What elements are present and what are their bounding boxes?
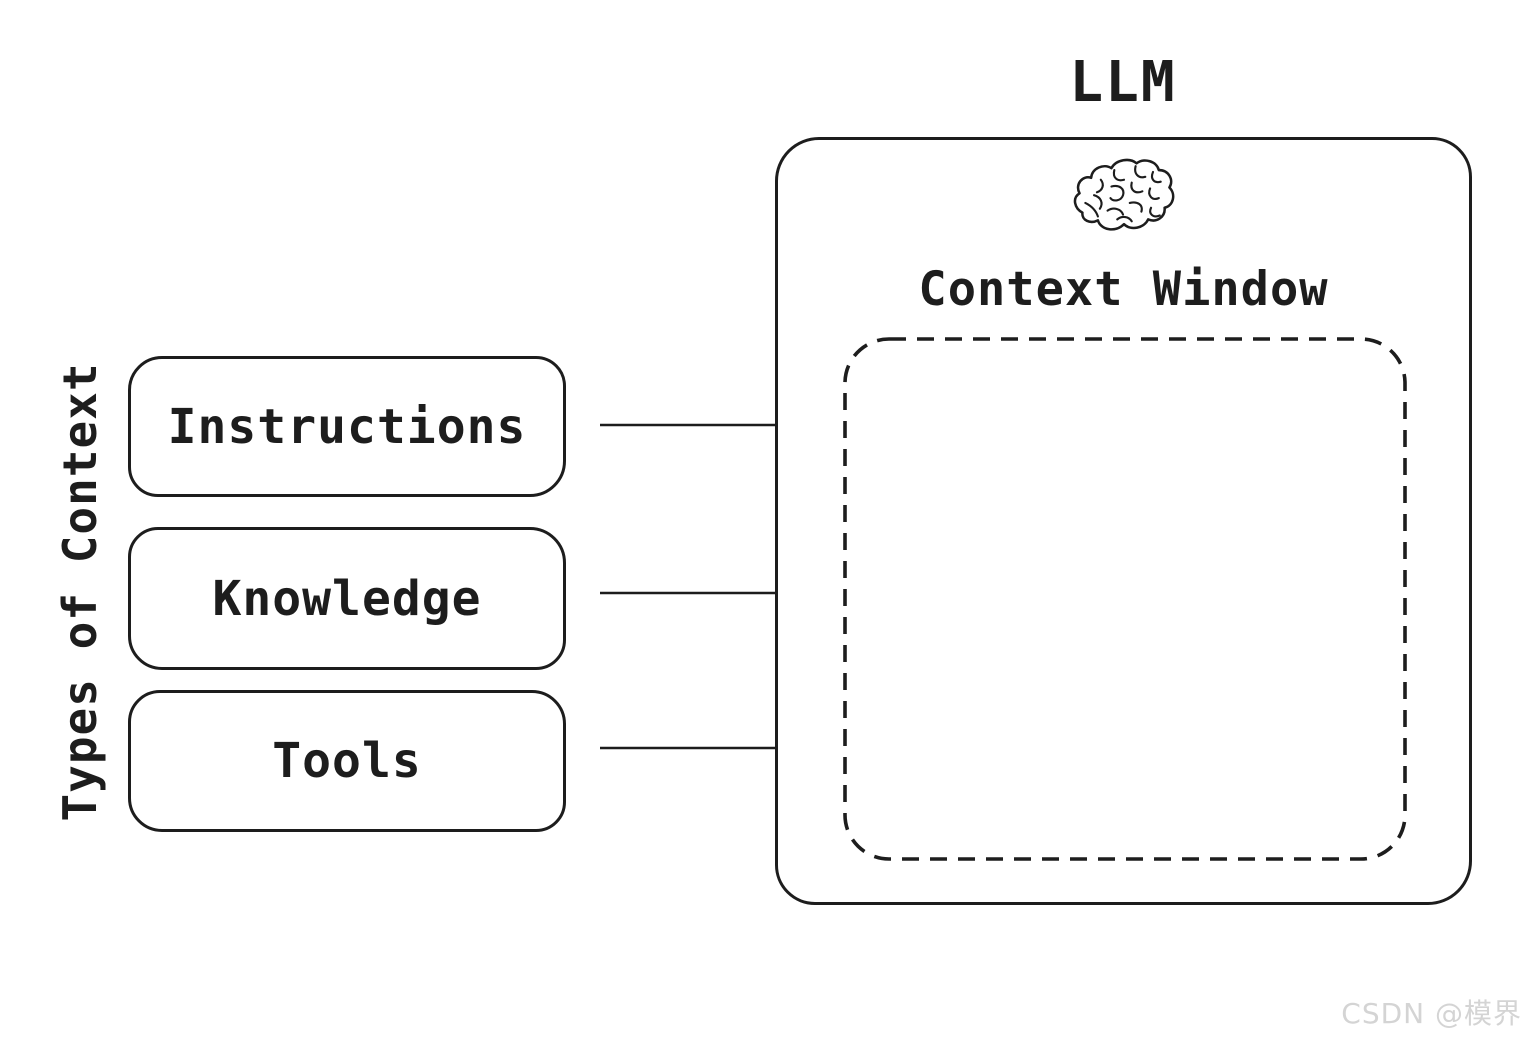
context-type-box-tools: Tools: [128, 690, 566, 832]
context-type-label-knowledge: Knowledge: [212, 570, 482, 627]
context-type-label-instructions: Instructions: [167, 398, 527, 455]
types-of-context-label: Types of Context: [53, 362, 107, 822]
context-type-label-tools: Tools: [272, 733, 422, 789]
brain-icon: [1073, 158, 1175, 231]
watermark: CSDN @模界: [1341, 997, 1522, 1030]
llm-title: LLM: [1069, 50, 1177, 115]
llm-container: Context Window: [775, 137, 1472, 905]
context-type-box-knowledge: Knowledge: [128, 527, 566, 670]
context-type-box-instructions: Instructions: [128, 356, 566, 497]
context-window-label: Context Window: [918, 262, 1329, 317]
context-window-dashed-box: [843, 337, 1407, 861]
